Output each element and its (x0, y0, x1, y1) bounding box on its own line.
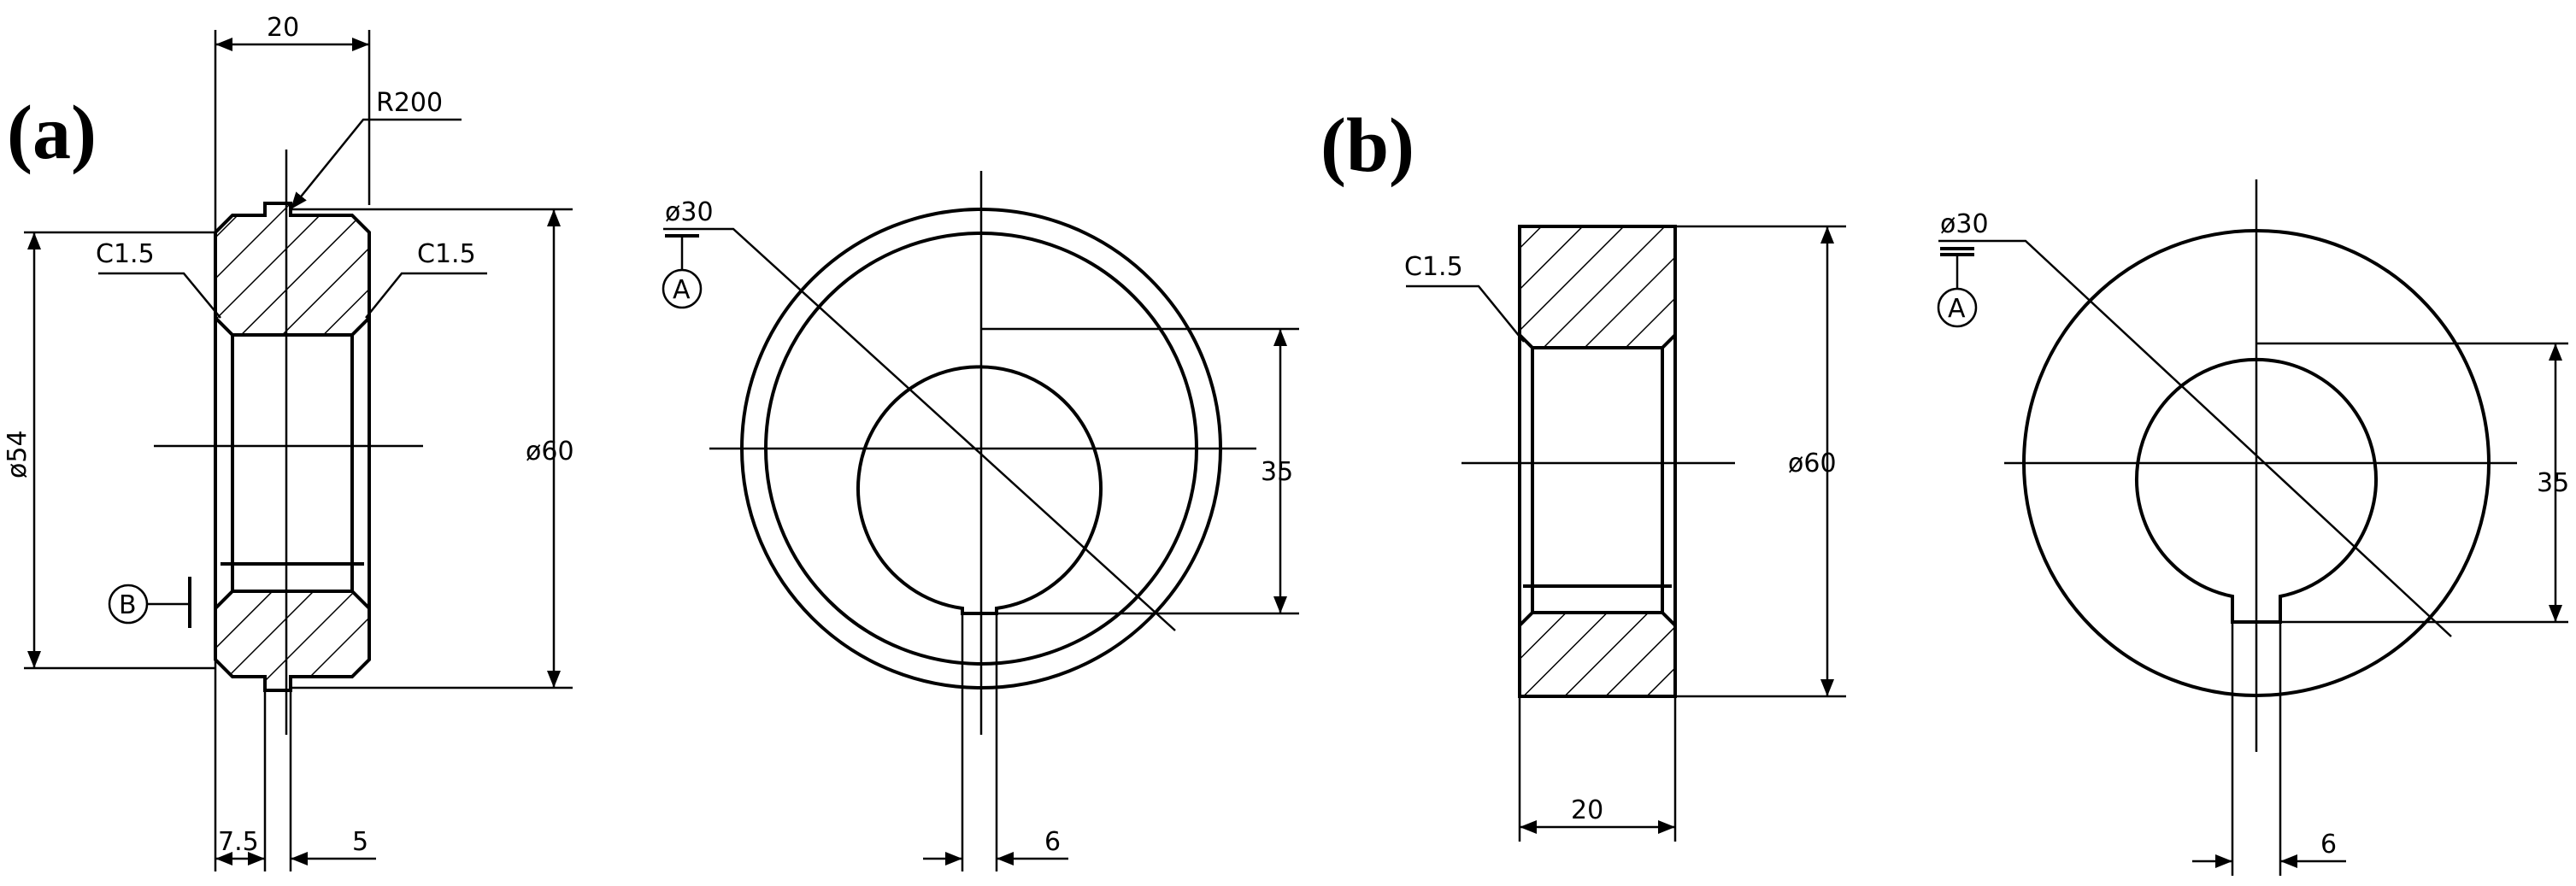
dim-chamfer-left-a: C1.5 (96, 239, 155, 269)
dim-key-depth-a: 35 (1261, 457, 1293, 487)
dim-bore-a: ø30 (665, 197, 714, 227)
datum-a-b: A (1948, 294, 1966, 324)
dim-outer-diameter-a: ø60 (526, 437, 574, 466)
datum-a-a: A (673, 275, 691, 305)
section-view-b: ø60 C1.5 20 (1404, 225, 1846, 842)
dim-outer-diameter-b: ø60 (1788, 449, 1837, 478)
panel-label-b: (b) (1320, 103, 1414, 188)
dim-width-a: 20 (267, 13, 299, 43)
section-hatch-bottom-b (1518, 611, 1677, 698)
dim-key-width-a: 6 (1044, 827, 1061, 857)
section-view-a: 20 R200 C1.5 C1.5 ø54 ø60 B 7.5 5 (3, 13, 574, 871)
dim-chamfer-b: C1.5 (1404, 252, 1463, 282)
keyed-bore-a (856, 365, 1103, 615)
dim-chamfer-right-a: C1.5 (417, 239, 476, 269)
dim-bore-b: ø30 (1940, 209, 1989, 239)
keyed-bore-b (2135, 357, 2378, 624)
dim-offset-a: 7.5 (218, 827, 259, 857)
dim-width-b: 20 (1571, 795, 1603, 825)
dim-key-depth-b: 35 (2537, 468, 2569, 498)
dim-inner-diameter-a: ø54 (3, 430, 32, 478)
dim-key-width-b: 6 (2320, 830, 2337, 860)
datum-b: B (119, 590, 137, 620)
section-hatch-top-b (1518, 225, 1677, 349)
front-view-b: ø30 A 35 6 (1937, 179, 2569, 876)
section-hatch-bottom (214, 590, 371, 692)
dim-radius-a: R200 (376, 88, 443, 118)
front-view-a: ø30 A 35 6 (662, 171, 1299, 871)
panel-label-a: (a) (7, 91, 97, 175)
dim-rib-width-a: 5 (352, 827, 368, 857)
section-hatch-top (214, 202, 371, 337)
